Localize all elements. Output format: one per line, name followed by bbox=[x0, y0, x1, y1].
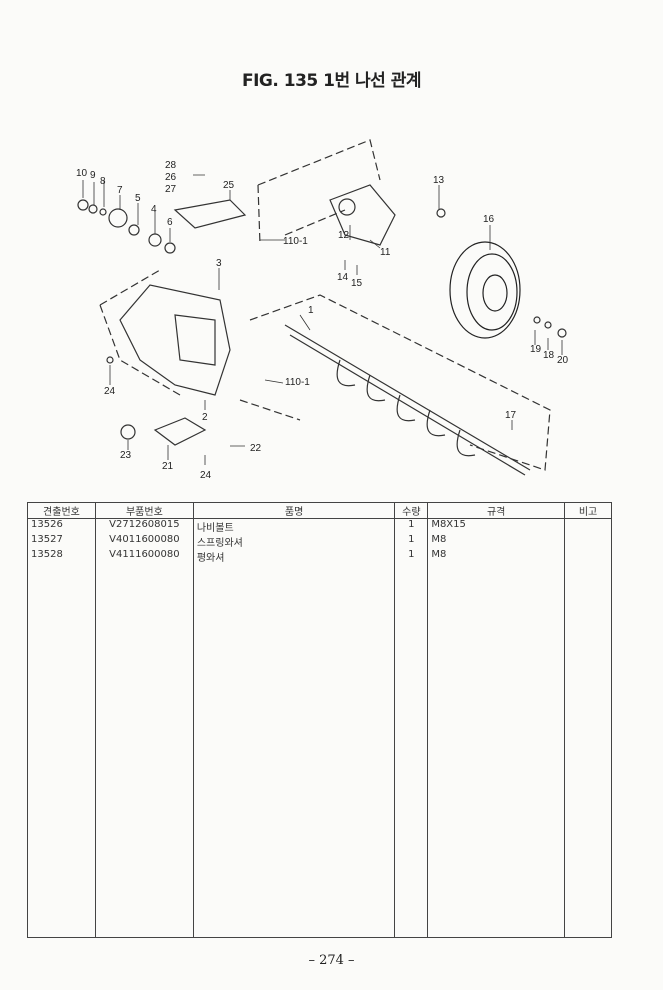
cell-no: 13527 bbox=[27, 534, 96, 549]
callout-label: 6 bbox=[167, 217, 173, 228]
callout-label: 24 bbox=[200, 470, 212, 481]
callout-label: 24 bbox=[104, 386, 116, 397]
cell-part: V4111600080 bbox=[94, 549, 194, 564]
cell-note bbox=[564, 534, 612, 549]
page-number: – 274 – bbox=[308, 953, 355, 968]
cell-spec: M8 bbox=[427, 534, 566, 549]
leader-lines bbox=[82, 174, 563, 465]
callout-labels: 10 9 8 7 5 4 6 28 26 27 25 3 13 12 11 11… bbox=[76, 160, 569, 481]
callout-label: 7 bbox=[117, 185, 123, 196]
header-part: 부품번호 bbox=[94, 502, 194, 519]
callout-label: 9 bbox=[90, 170, 96, 181]
cell-spec: M8 bbox=[427, 549, 566, 564]
callout-label: 11 bbox=[380, 247, 391, 258]
gearbox-housing bbox=[119, 284, 231, 396]
callout-label: 15 bbox=[351, 278, 363, 289]
callout-label: 25 bbox=[223, 180, 235, 191]
cell-qty: 1 bbox=[394, 534, 429, 549]
cell-part: V2712608015 bbox=[94, 518, 194, 534]
callout-label: 110-1 bbox=[285, 377, 310, 388]
table-row: 13526 V2712608015 나비볼트 1 M8X15 bbox=[27, 518, 612, 534]
callout-label: 10 bbox=[76, 168, 88, 179]
table-row: 13527 V4011600080 스프링와셔 1 M8 bbox=[27, 534, 612, 549]
bearing-bracket bbox=[329, 184, 396, 246]
header-no: 견출번호 bbox=[27, 502, 96, 519]
callout-label: 13 bbox=[433, 175, 445, 186]
cell-name: 나비볼트 bbox=[192, 518, 396, 534]
callout-label: 110-1 bbox=[283, 236, 308, 247]
table-empty-area bbox=[27, 564, 612, 938]
callout-label: 12 bbox=[338, 230, 350, 241]
cell-name: 스프링와셔 bbox=[192, 534, 396, 549]
callout-label: 1 bbox=[308, 305, 314, 316]
header-qty: 수량 bbox=[394, 502, 429, 519]
cover-plate bbox=[153, 199, 247, 446]
callout-label: 27 bbox=[165, 184, 177, 195]
figure-title: FIG. 135 1번 나선 관계 bbox=[241, 71, 422, 91]
callout-label: 23 bbox=[120, 450, 132, 461]
small-parts bbox=[77, 199, 567, 440]
callout-label: 16 bbox=[483, 214, 495, 225]
callout-label: 17 bbox=[505, 410, 517, 421]
header-spec: 규격 bbox=[427, 502, 566, 519]
callout-label: 19 bbox=[530, 344, 542, 355]
cell-no: 13526 bbox=[27, 518, 96, 534]
cell-note bbox=[564, 549, 612, 564]
cell-name: 평와셔 bbox=[192, 549, 396, 564]
cell-no: 13528 bbox=[27, 549, 96, 564]
header-note: 비고 bbox=[564, 502, 612, 519]
cell-qty: 1 bbox=[394, 549, 429, 564]
cell-part: V4011600080 bbox=[94, 534, 194, 549]
table-row: 13528 V4111600080 평와셔 1 M8 bbox=[27, 549, 612, 564]
callout-label: 2 bbox=[202, 412, 208, 423]
table-header: 견출번호 부품번호 품명 수량 규격 비고 bbox=[27, 502, 612, 519]
callout-label: 5 bbox=[135, 193, 141, 204]
parts-diagram: 10 9 8 7 5 4 6 28 26 27 25 3 13 12 11 11… bbox=[76, 139, 569, 481]
callout-label: 20 bbox=[557, 355, 569, 366]
callout-label: 28 bbox=[165, 160, 177, 171]
cell-qty: 1 bbox=[394, 518, 429, 534]
cell-note bbox=[564, 518, 612, 534]
callout-label: 26 bbox=[165, 172, 177, 183]
callout-label: 18 bbox=[543, 350, 555, 361]
callout-label: 3 bbox=[216, 258, 222, 269]
auger-housing-frame bbox=[99, 139, 551, 471]
cell-spec: M8X15 bbox=[427, 518, 566, 534]
callout-label: 14 bbox=[337, 272, 349, 283]
callout-label: 21 bbox=[162, 461, 174, 472]
auger-screw bbox=[284, 324, 531, 476]
parts-table: 견출번호 부품번호 품명 수량 규격 비고 13526 V2712608015 … bbox=[27, 502, 612, 938]
pulley bbox=[449, 241, 521, 339]
callout-label: 4 bbox=[151, 204, 157, 215]
callout-label: 22 bbox=[250, 443, 262, 454]
header-name: 품명 bbox=[192, 502, 396, 519]
callout-label: 8 bbox=[100, 176, 106, 187]
